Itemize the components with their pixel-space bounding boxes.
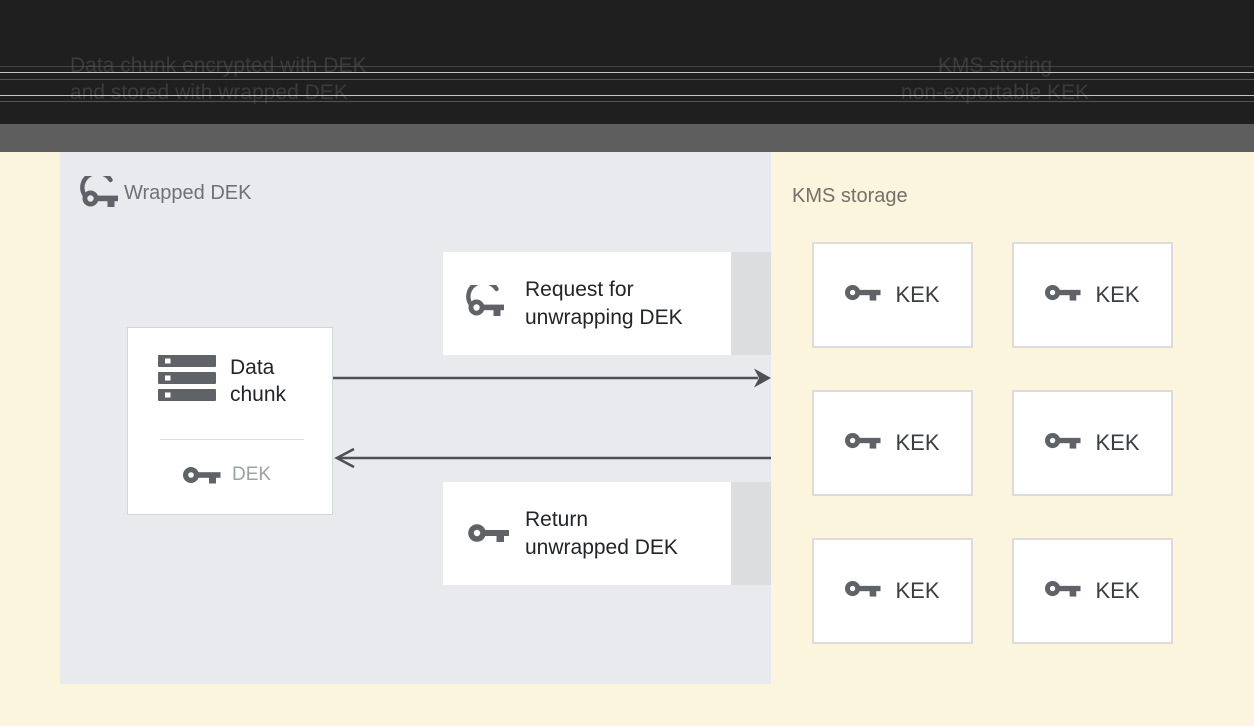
panel-title: Wrapped DEK [124,182,252,204]
wrapped-key-icon [466,279,506,323]
kms-storage-grid: KEK KEK KEK KEK KEK KEK [812,242,1173,644]
caption-kms-storing-line1: KMS storing [937,54,1053,77]
data-chunk-title: Data chunk [230,356,287,406]
key-icon [1045,579,1082,604]
key-icon [1045,283,1082,308]
return-card-label: Return unwrapped DEK [525,508,678,559]
data-chunk-card: Data chunk DEK [127,327,333,515]
kek-card: KEK [1012,538,1173,644]
request-card-strip [731,252,771,355]
kek-card: KEK [812,242,973,348]
wrapped-key-icon [80,170,120,214]
dek-label: DEK [232,464,272,485]
return-card-strip [731,482,771,585]
kek-card: KEK [812,390,973,496]
caption-kms-storing: KMS storing non-exportable KEK [830,52,1160,106]
kek-label: KEK [1095,282,1140,307]
kek-label: KEK [895,282,940,307]
storage-stack-icon [158,355,216,406]
wrapped-dek-panel: Wrapped DEK Data chunk [60,152,771,684]
kek-label: KEK [895,578,940,603]
key-icon [845,431,882,456]
key-icon [1045,431,1082,456]
key-icon [845,283,882,308]
gray-divider-band [0,124,1254,152]
kek-card: KEK [1012,242,1173,348]
caption-data-chunk-line1: Data chunk encrypted with DEK [70,54,367,77]
kek-label: KEK [1095,430,1140,455]
kek-label: KEK [895,430,940,455]
header-band: Data chunk encrypted with DEK and stored… [0,0,1254,124]
request-card: Request for unwrapping DEK [443,252,731,355]
caption-data-chunk: Data chunk encrypted with DEK and stored… [70,52,400,106]
key-icon [845,579,882,604]
return-card: Return unwrapped DEK [443,482,731,585]
request-card-label: Request for unwrapping DEK [525,278,683,329]
kek-card: KEK [812,538,973,644]
key-icon [468,522,510,550]
caption-data-chunk-line2: and stored with wrapped DEK [70,81,348,104]
kms-storage-title: KMS storage [792,185,908,207]
card-divider [160,439,304,440]
kek-label: KEK [1095,578,1140,603]
caption-kms-storing-line2: non-exportable KEK [901,81,1089,104]
key-icon [182,465,221,491]
kek-card: KEK [1012,390,1173,496]
